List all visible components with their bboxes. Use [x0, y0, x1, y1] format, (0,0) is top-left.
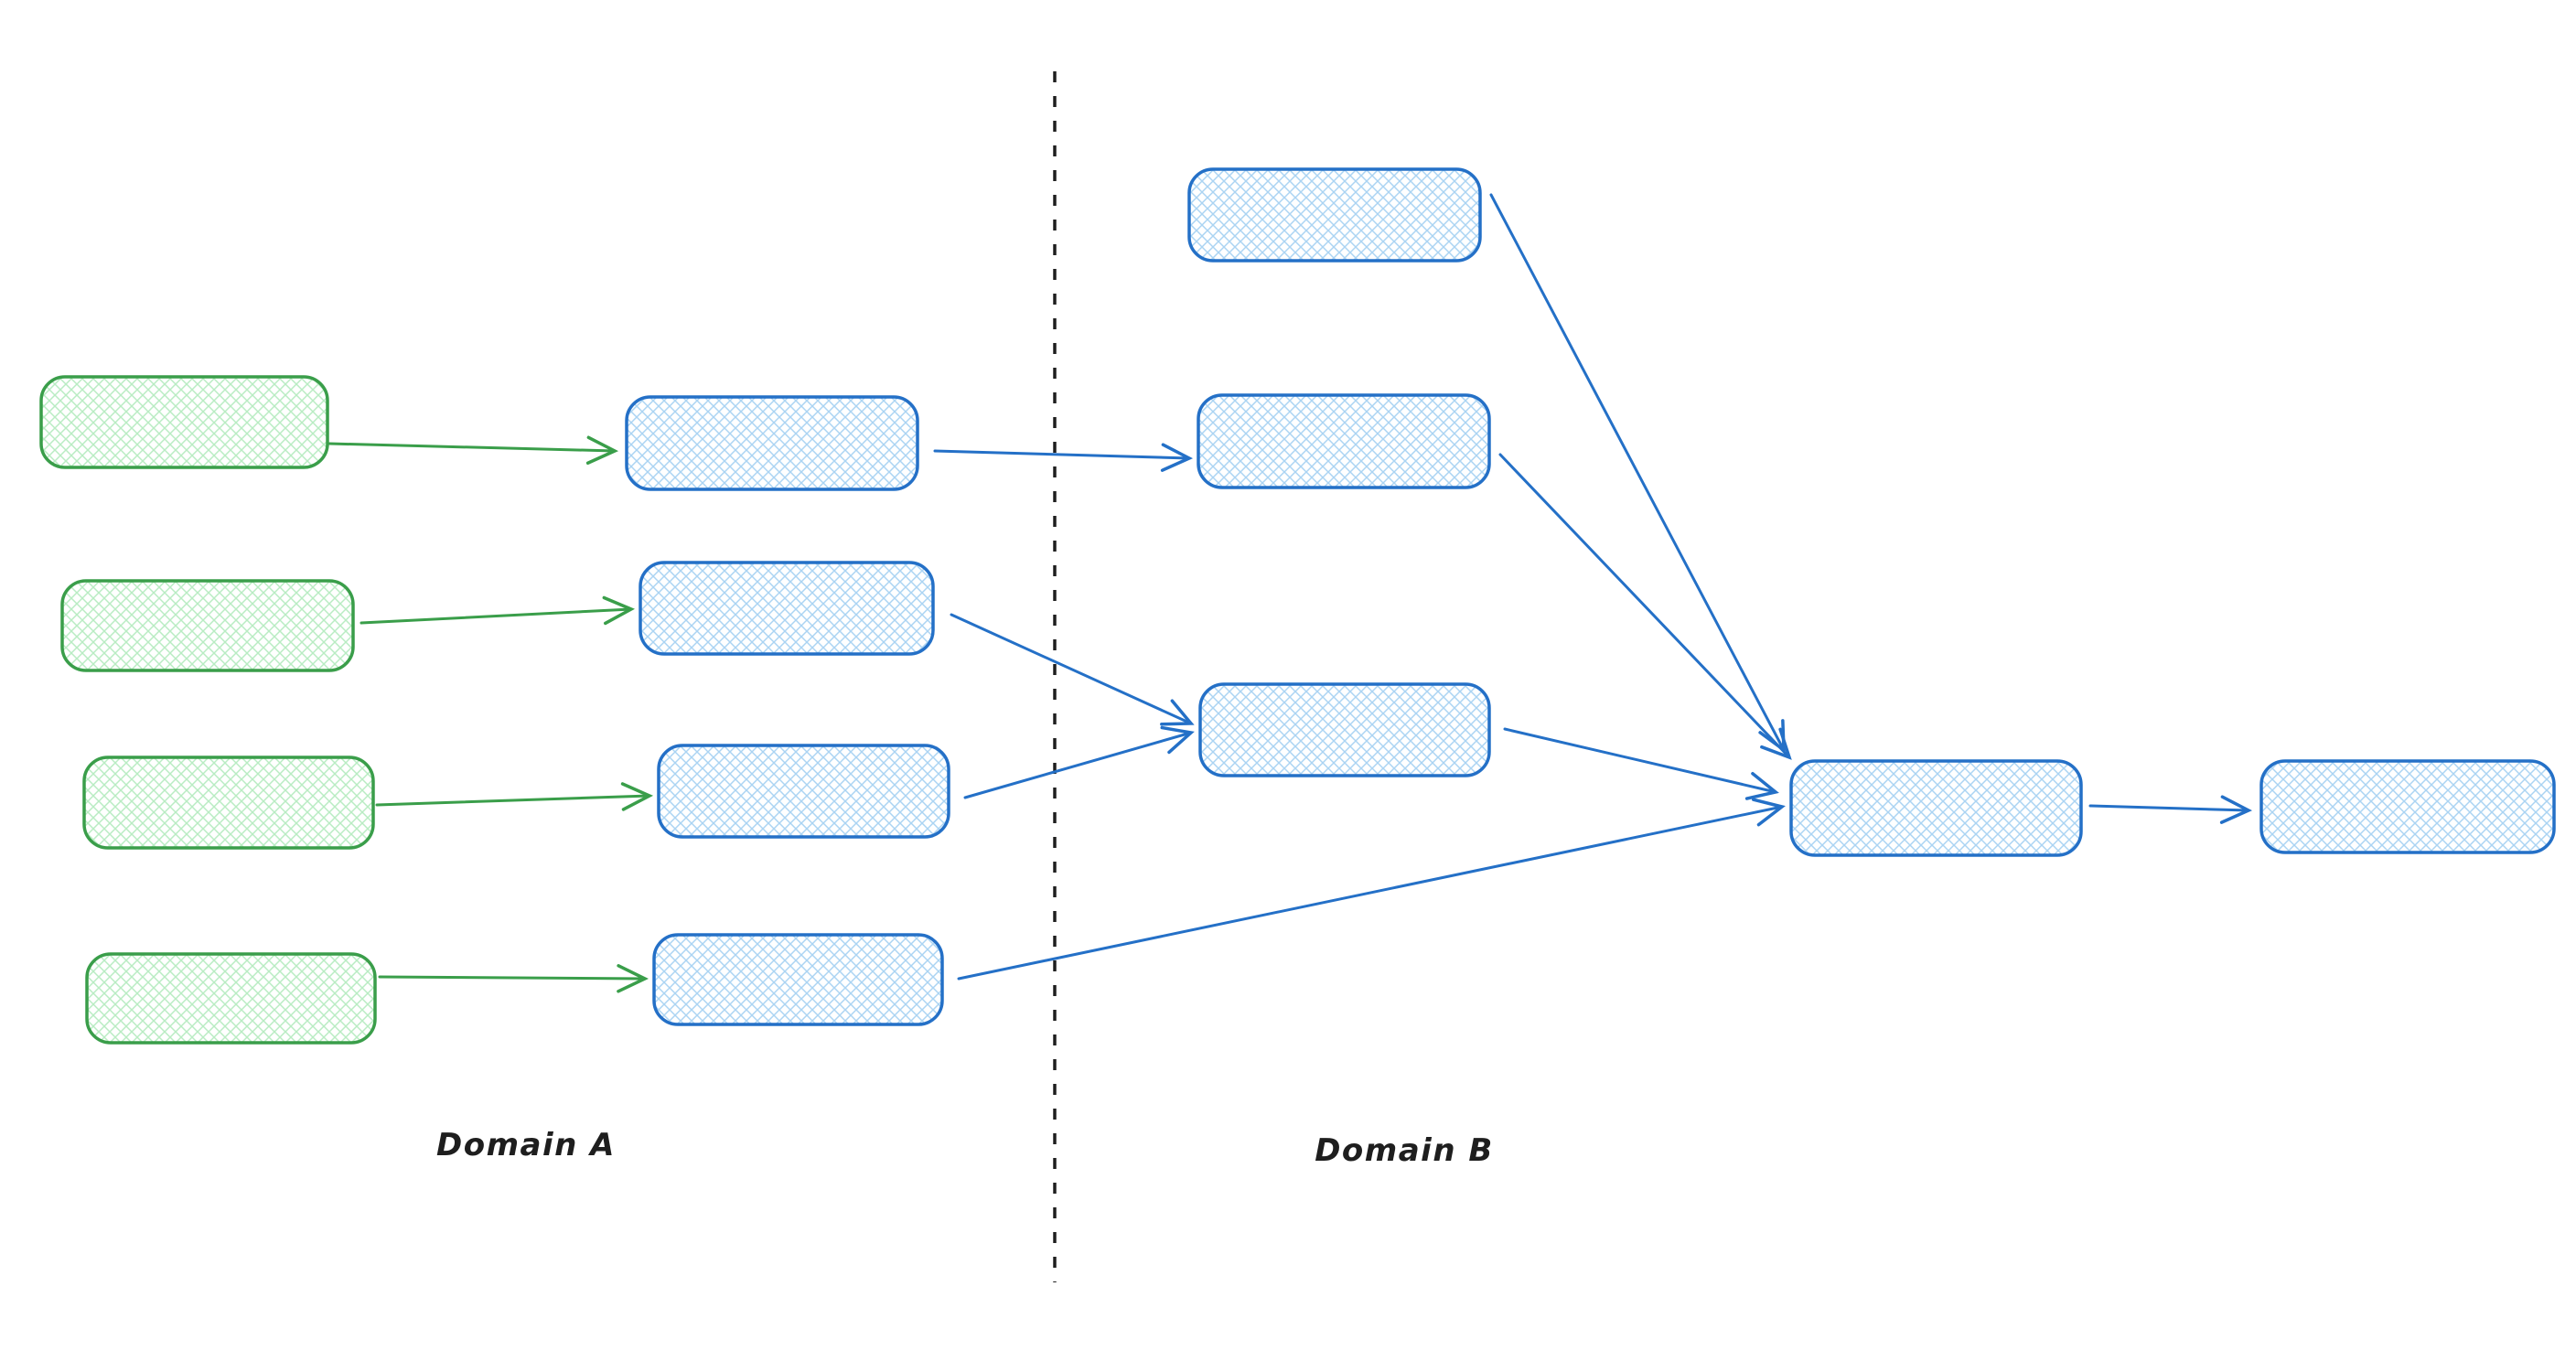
domain-a-input-2	[60, 579, 355, 672]
edge-input2-node2	[360, 609, 631, 623]
edge-input3-node3	[375, 796, 649, 805]
domain-b-node-1	[1187, 167, 1482, 263]
domain-a-input-1	[39, 375, 329, 469]
edge-a1-b2	[933, 451, 1189, 458]
edge-input4-node4	[378, 977, 645, 979]
edge-input1-node1	[327, 444, 615, 451]
domain-a-node-1	[625, 395, 919, 491]
domain-a-label: Domain A	[436, 1127, 616, 1163]
domain-a-input-3	[82, 756, 375, 850]
edge-a4-hub	[957, 807, 1782, 981]
edges-layer	[327, 193, 2249, 981]
domain-b-output	[2259, 759, 2556, 854]
domain-b-label: Domain B	[1315, 1132, 1494, 1169]
domain-b-node-2	[1197, 393, 1491, 489]
domain-a-node-3	[657, 744, 950, 839]
edge-b3-hub	[1503, 727, 1776, 792]
domain-a-node-4	[652, 933, 944, 1026]
domain-a-input-4	[85, 952, 377, 1045]
edge-hub-output	[2088, 806, 2249, 810]
domain-b-node-3	[1198, 682, 1491, 777]
domain-a-node-2	[639, 561, 935, 656]
domain-b-hub	[1789, 759, 2083, 857]
edge-b2-hub	[1498, 453, 1789, 757]
nodes-layer	[39, 167, 2556, 1045]
edge-a3-b3	[963, 733, 1191, 799]
edge-a2-b3	[950, 613, 1191, 724]
edge-b1-hub	[1489, 193, 1784, 750]
